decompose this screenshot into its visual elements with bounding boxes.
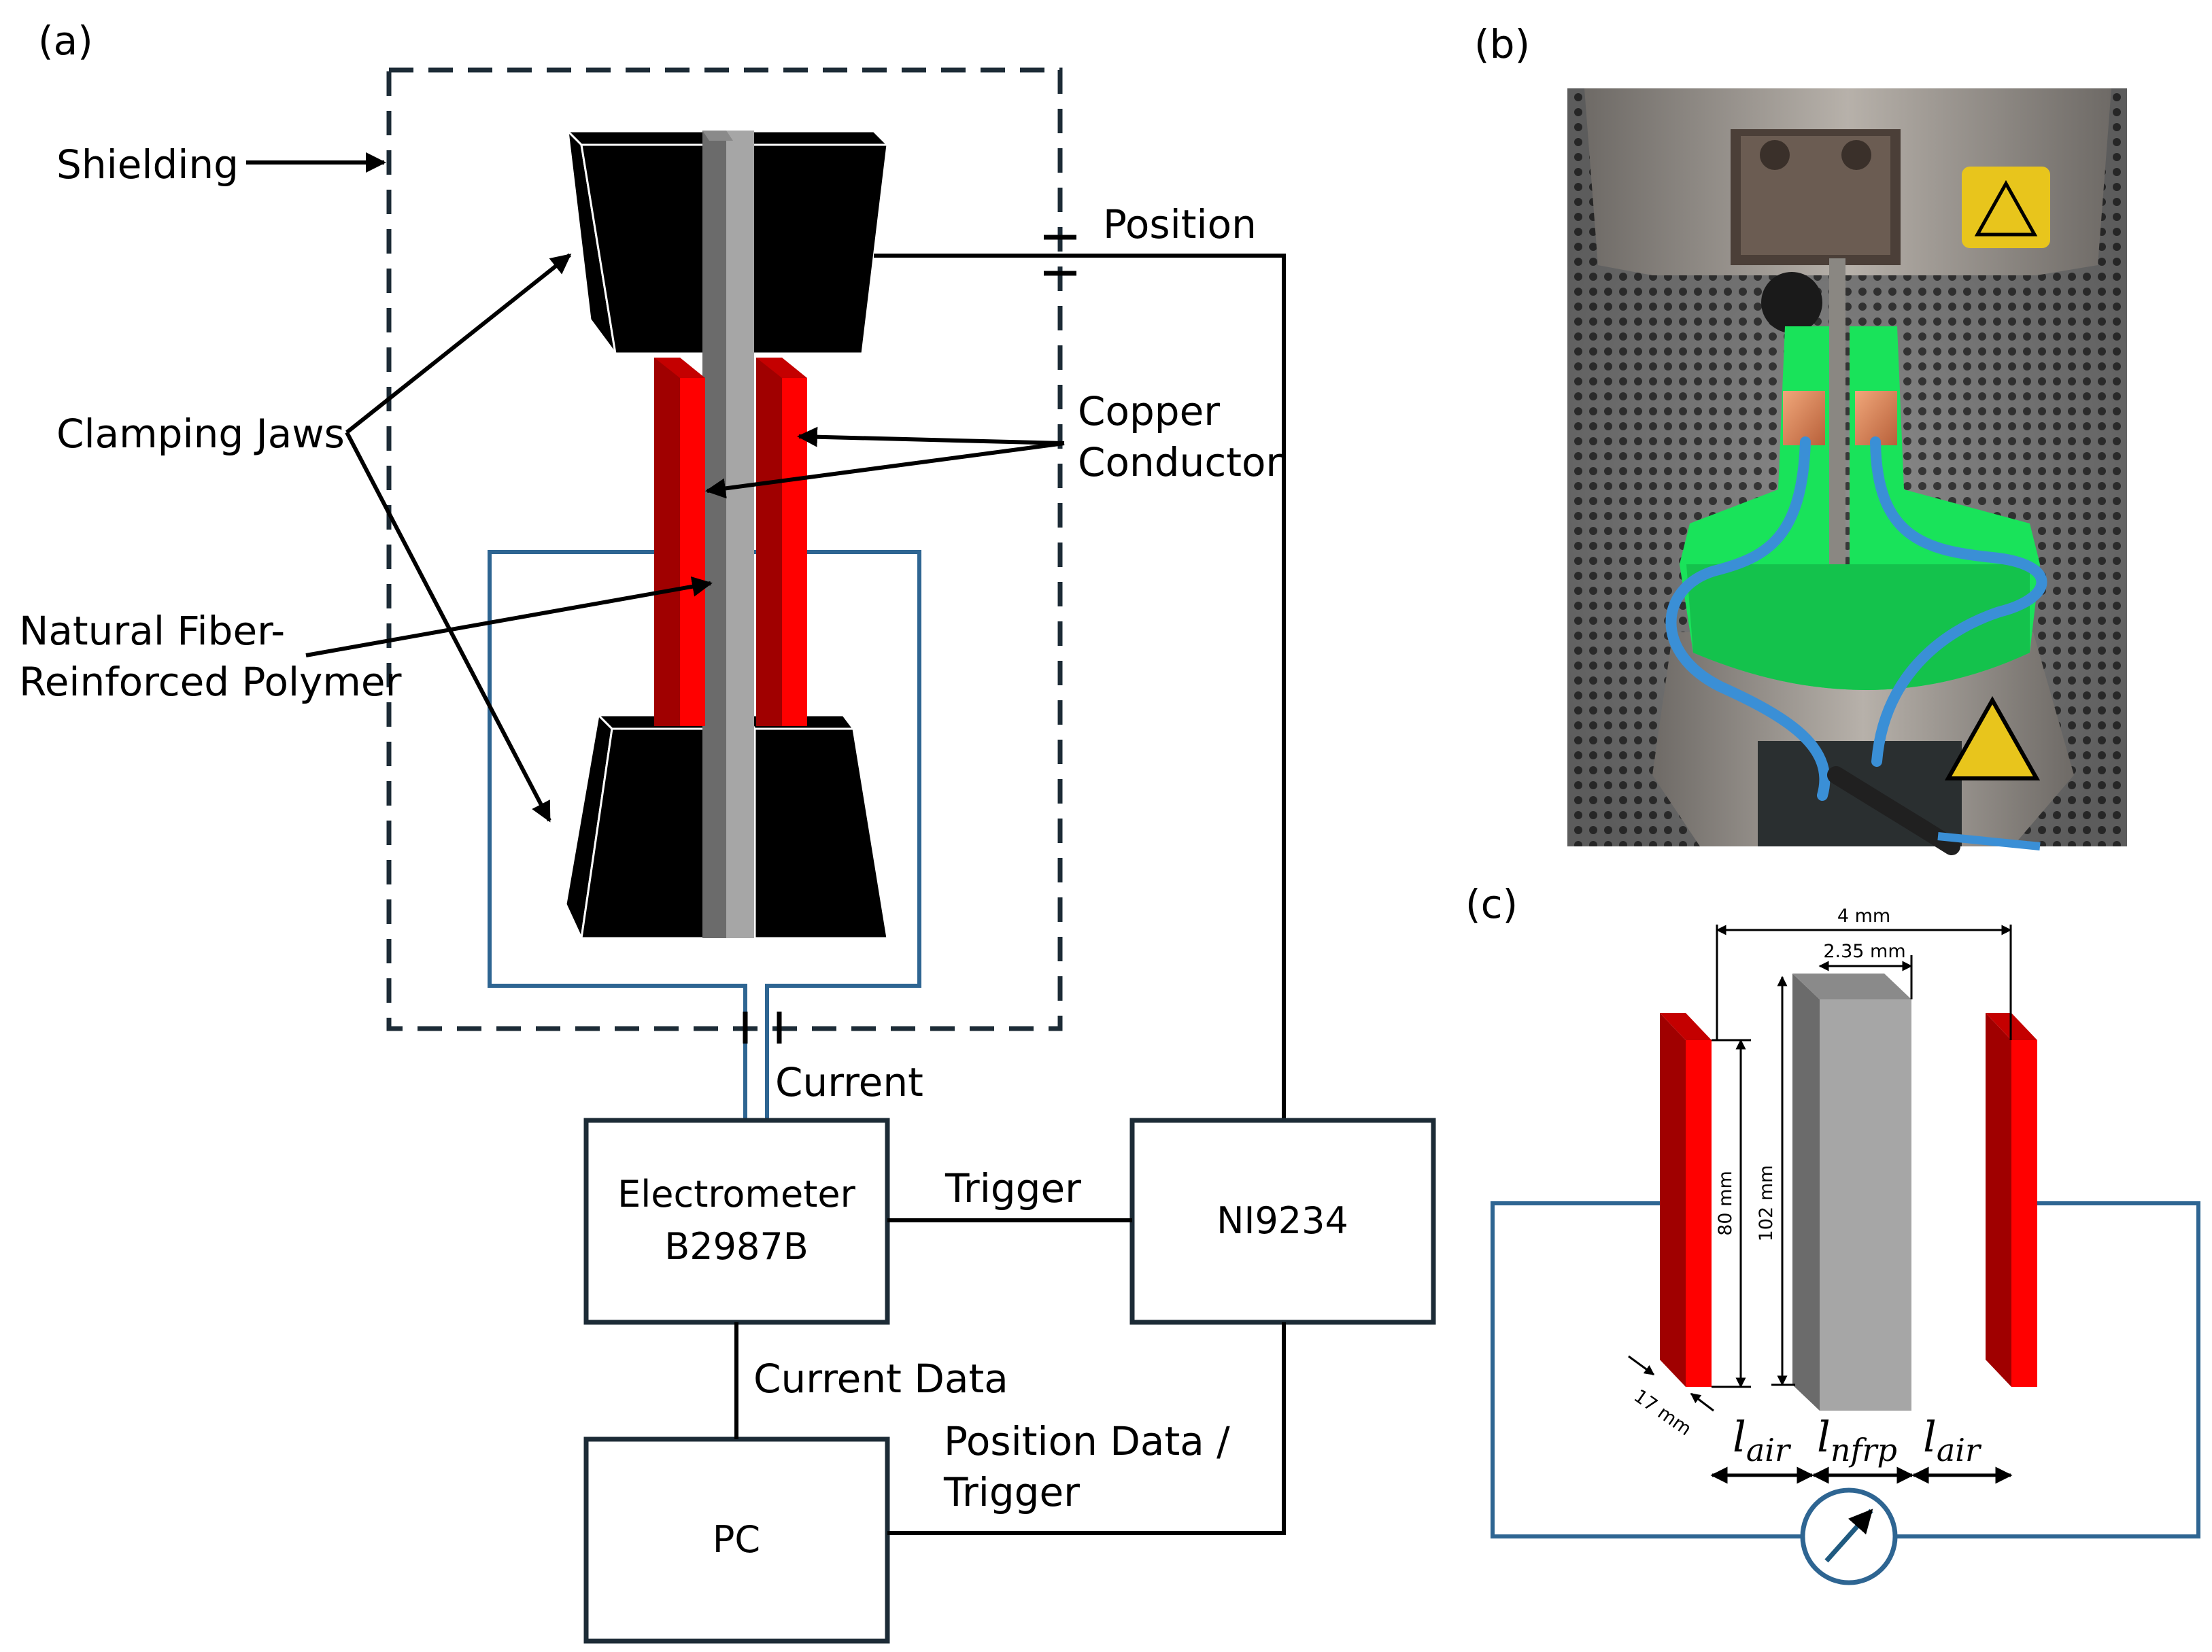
nfrp-block	[1792, 974, 1911, 1411]
dim-17-arrow-b	[1690, 1392, 1714, 1412]
pc-label: PC	[713, 1518, 760, 1561]
conductor-right	[1986, 1013, 2037, 1387]
position-data-line	[887, 1322, 1286, 1535]
dim-80mm: 80 mm	[1715, 1171, 1736, 1236]
nfrp-specimen	[702, 131, 754, 938]
dim-17mm: 17 mm	[1630, 1386, 1695, 1440]
position-wire	[874, 254, 1286, 1120]
label-nfrp-2: Reinforced Polymer	[19, 659, 402, 705]
label-position-data-2: Trigger	[943, 1469, 1080, 1515]
panel-label-b: (b)	[1474, 21, 1530, 67]
arrow-jaws-top	[345, 253, 572, 434]
l-air-right-label: lair	[1923, 1412, 1982, 1468]
arrow-nfrp	[305, 576, 713, 657]
label-current: Current	[775, 1059, 923, 1105]
label-shielding: Shielding	[56, 141, 239, 188]
electrometer-label-2: B2987B	[664, 1225, 809, 1268]
setup-photo	[1567, 88, 2127, 855]
ammeter-symbol	[1800, 1487, 1898, 1585]
arrow-jaws-bottom	[345, 431, 551, 823]
ni9234-box	[1129, 1118, 1436, 1325]
panel-a: (a)	[19, 18, 1436, 1644]
panel-c: (c) 4 mm	[1465, 881, 2200, 1585]
copper-conductor-left	[654, 358, 705, 726]
label-trigger: Trigger	[945, 1165, 1081, 1211]
label-clamping-jaws: Clamping Jaws	[56, 411, 345, 457]
ni9234-label: NI9234	[1216, 1199, 1348, 1242]
electrometer-label-1: Electrometer	[617, 1173, 855, 1216]
label-copper-2: Conductor	[1078, 439, 1282, 485]
panel-b: (b)	[1474, 21, 2127, 855]
label-position-data-1: Position Data /	[944, 1418, 1230, 1464]
panel-label-c: (c)	[1465, 881, 1518, 927]
pc-box	[583, 1436, 890, 1644]
copper-conductor-right	[756, 358, 807, 726]
bottom-clamping-jaw	[564, 712, 889, 942]
dim-4mm: 4 mm	[1837, 906, 1890, 927]
arrow-copper-right	[797, 426, 1065, 447]
l-air-left-label: lair	[1733, 1412, 1792, 1468]
arrow-copper-left	[705, 441, 1065, 499]
dim-102mm: 102 mm	[1756, 1165, 1777, 1242]
label-copper-1: Copper	[1078, 388, 1220, 434]
panel-label-a: (a)	[38, 18, 93, 64]
conductor-left	[1660, 1013, 1712, 1387]
shielding-box	[386, 67, 1063, 1031]
l-nfrp-label: lnfrp	[1817, 1412, 1897, 1468]
label-current-data: Current Data	[753, 1356, 1008, 1402]
dim-17-arrow-a	[1628, 1355, 1655, 1376]
label-position: Position	[1103, 201, 1257, 247]
electrometer-box	[583, 1118, 890, 1325]
label-nfrp-1: Natural Fiber-	[19, 608, 285, 654]
measurement-loop	[1491, 1201, 2200, 1538]
dim-235mm: 2.35 mm	[1823, 941, 1905, 962]
